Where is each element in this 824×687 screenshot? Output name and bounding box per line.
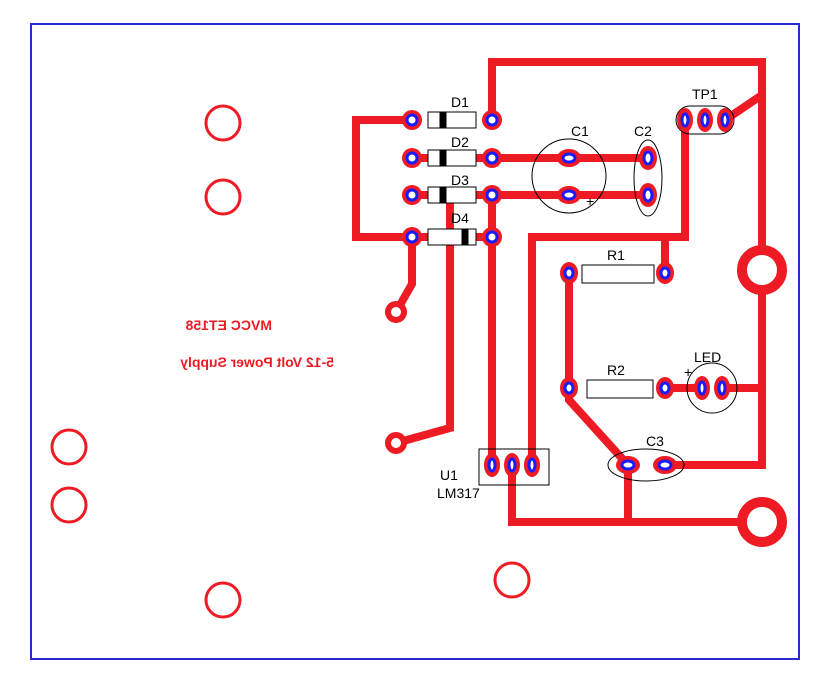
trace-u1-to-tp1 <box>528 120 689 465</box>
diode-d2-band <box>439 149 447 167</box>
diode-d1-body <box>427 111 477 129</box>
label-d1: D1 <box>451 94 469 110</box>
pad <box>504 453 520 477</box>
led-polarity-mark: + <box>684 364 692 380</box>
label-r1: R1 <box>607 247 625 263</box>
power-pad-positive <box>737 245 787 295</box>
trace-ground <box>508 465 762 526</box>
led-outline <box>686 362 738 414</box>
capacitor-c3-outline <box>607 448 685 482</box>
pad <box>639 183 657 207</box>
pad <box>484 453 500 477</box>
pad <box>639 146 657 170</box>
label-tp1: TP1 <box>692 86 718 102</box>
board-title-line1: MVCC ET158 <box>185 317 272 333</box>
diode-d1-band <box>439 111 447 129</box>
capacitor-c2-outline <box>633 139 663 217</box>
mounting-hole <box>493 561 531 599</box>
power-pad-ground <box>737 497 787 547</box>
label-led: LED <box>694 349 721 365</box>
pad <box>656 262 674 284</box>
trace-c3-right <box>665 388 766 469</box>
diode-d3-body <box>427 186 477 204</box>
pad <box>656 377 674 399</box>
silkscreen <box>427 105 738 486</box>
input-pad-1 <box>385 301 407 323</box>
mounting-holes <box>50 104 531 619</box>
resistor-r2-body <box>586 379 654 399</box>
diode-d4-body <box>427 228 477 246</box>
label-c3: C3 <box>646 433 664 449</box>
resistor-r1-body <box>581 264 655 284</box>
mounting-hole <box>50 428 88 466</box>
pad <box>560 377 578 399</box>
pad <box>677 108 693 132</box>
pads <box>402 108 733 477</box>
pad <box>717 108 733 132</box>
pad <box>694 376 710 400</box>
mounting-hole <box>204 104 242 142</box>
pad <box>482 185 502 205</box>
trace-top-rail <box>488 58 766 270</box>
mounting-hole <box>204 581 242 619</box>
pad <box>402 185 422 205</box>
board-title: MVCC ET158 5-12 Volt Power Supply <box>180 317 334 370</box>
pad <box>482 110 502 130</box>
pad <box>557 186 581 204</box>
board-outline <box>30 23 800 660</box>
diode-d2-body <box>427 149 477 167</box>
trace-left-loop <box>352 116 412 241</box>
mounting-hole <box>50 486 88 524</box>
component-labels: D1 D2 D3 D4 C1 + C2 TP1 R1 R2 LED + C3 U… <box>437 86 721 501</box>
pad <box>402 110 422 130</box>
pad <box>557 149 581 167</box>
pad <box>482 148 502 168</box>
capacitor-c1-outline <box>531 138 607 214</box>
trace-d3-to-pad-2 <box>394 195 454 447</box>
pad <box>560 262 578 284</box>
mounting-hole <box>204 178 242 216</box>
label-c1: C1 <box>571 123 589 139</box>
label-d4: D4 <box>451 210 469 226</box>
tp1-outline <box>675 105 735 135</box>
input-pad-2 <box>385 432 407 454</box>
label-d3: D3 <box>451 172 469 188</box>
pad <box>653 456 677 474</box>
pad <box>524 453 540 477</box>
label-u1-part: LM317 <box>437 485 480 501</box>
pad <box>616 456 640 474</box>
diode-d3-band <box>439 186 447 204</box>
u1-outline <box>478 448 550 486</box>
label-u1: U1 <box>440 467 458 483</box>
label-d2: D2 <box>451 134 469 150</box>
pad <box>714 376 730 400</box>
label-r2: R2 <box>607 362 625 378</box>
diode-d4-band <box>461 228 469 246</box>
pad <box>697 108 713 132</box>
pad <box>402 148 422 168</box>
pad <box>402 227 422 247</box>
pad <box>482 227 502 247</box>
board-title-line2: 5-12 Volt Power Supply <box>180 354 334 370</box>
label-c2: C2 <box>634 123 652 139</box>
c1-polarity-mark: + <box>586 193 594 209</box>
power-pads <box>385 245 787 547</box>
